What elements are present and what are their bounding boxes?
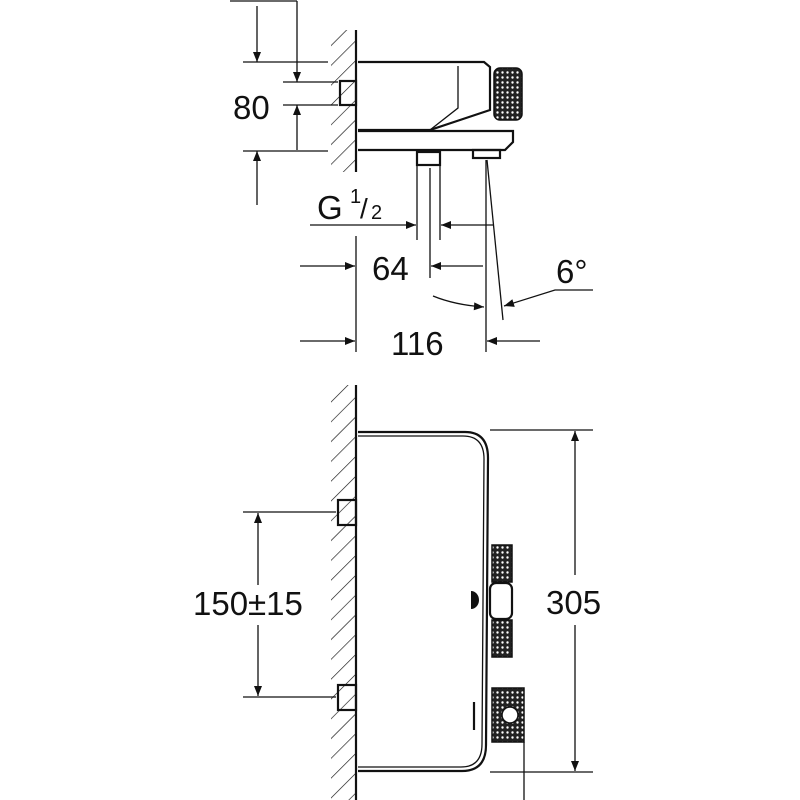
- front-view: 305 150±15: [193, 385, 601, 800]
- safety-button: [488, 581, 514, 621]
- thread-prefix: G: [317, 189, 343, 226]
- thermostat-body: [358, 60, 492, 132]
- upper-connection: [336, 498, 358, 527]
- dim-connection-spacing-label: 150±15: [193, 585, 303, 622]
- wall-connection: [338, 79, 358, 107]
- temperature-knob-lower: [491, 619, 513, 658]
- dim-depth-label: 116: [391, 325, 444, 362]
- wall-hatch: [331, 30, 356, 172]
- dim-total-height-label: 305: [546, 584, 601, 621]
- temperature-knob-upper: [491, 544, 513, 583]
- dim-angle-label: 6°: [556, 253, 588, 290]
- lower-connection: [336, 683, 358, 712]
- dim-height-label: 80: [233, 89, 270, 126]
- shelf-plate: [358, 129, 515, 152]
- inlet-nozzle: [415, 150, 442, 167]
- wall-hatch: [331, 385, 356, 800]
- thread-numerator: 1: [350, 186, 361, 208]
- temperature-mark-icon: [471, 591, 479, 609]
- thermostat-front: [358, 430, 490, 773]
- top-view: 80 G 1 / 2 64 6° 116: [230, 0, 593, 362]
- thread-denominator: 2: [371, 202, 382, 224]
- flow-knob-hole: [501, 706, 519, 724]
- spout: [471, 148, 502, 160]
- knurled-knob: [493, 67, 523, 121]
- dim-inlet-label: 64: [372, 250, 409, 287]
- body-contour: [429, 66, 459, 131]
- thread-slash: /: [360, 193, 368, 224]
